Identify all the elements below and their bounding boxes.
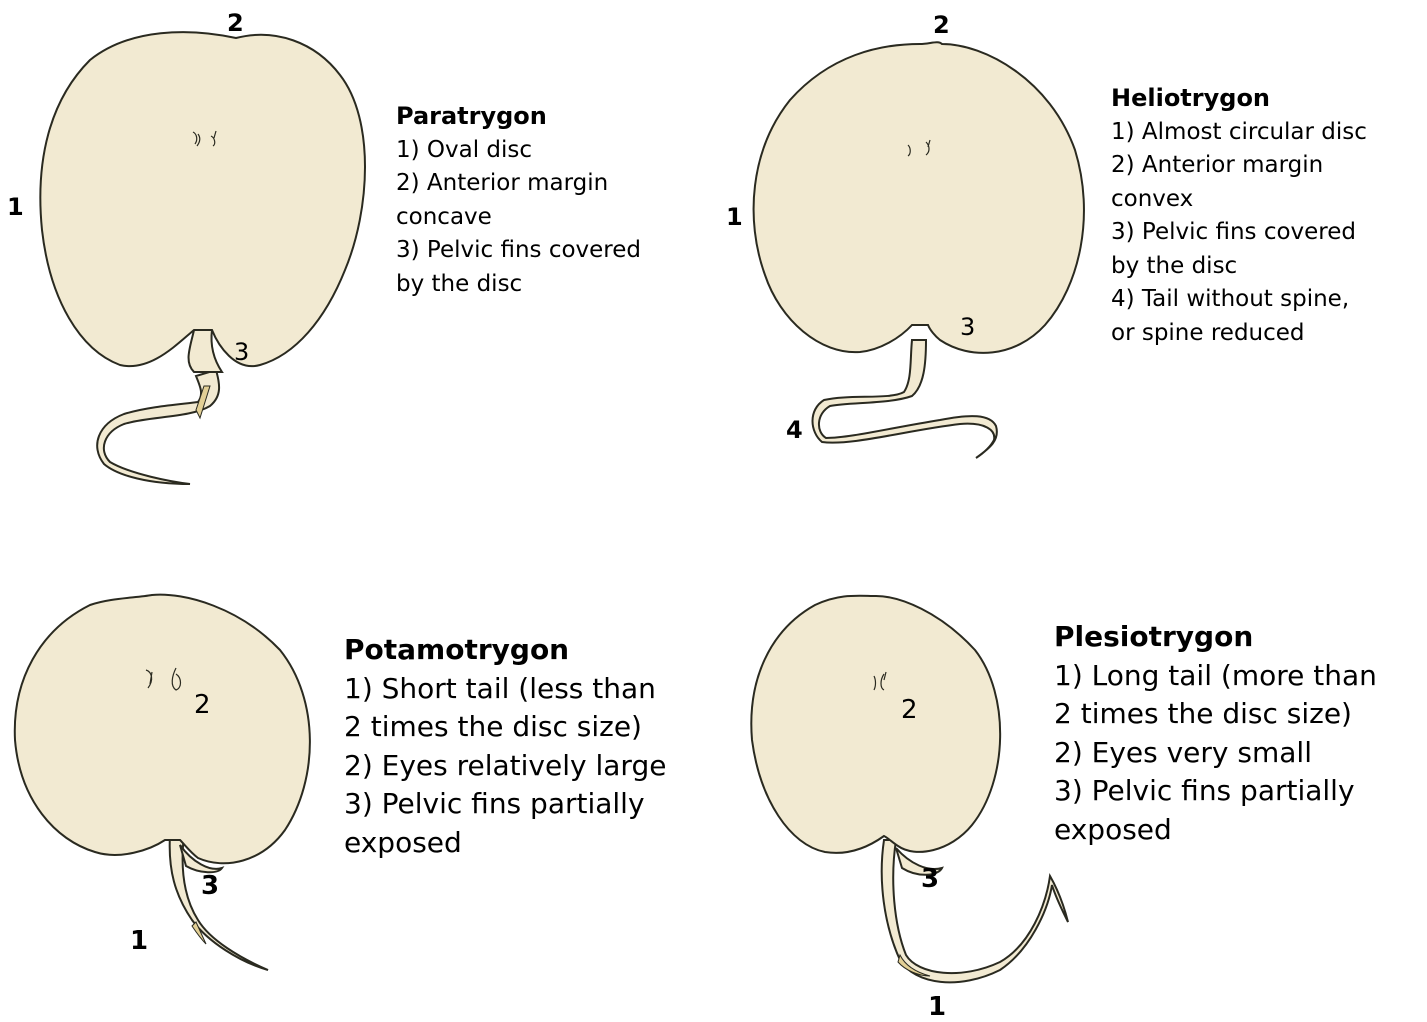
- heliotrygon-illustration: [754, 42, 1084, 458]
- heliotrygon-description: Heliotrygon 1) Almost circular disc 2) A…: [1111, 82, 1367, 350]
- heliotrygon-tail: [813, 340, 997, 458]
- potamotrygon-line: 1) Short tail (less than: [344, 670, 666, 709]
- plesiotrygon-label-1: 1: [928, 994, 946, 1020]
- potamotrygon-description: Potamotrygon 1) Short tail (less than 2 …: [344, 631, 666, 862]
- paratrygon-line: 3) Pelvic fins covered: [396, 234, 641, 268]
- heliotrygon-title: Heliotrygon: [1111, 82, 1367, 116]
- potamotrygon-label-1: 1: [130, 928, 148, 954]
- plesiotrygon-illustration: [751, 596, 1068, 983]
- heliotrygon-line: 4) Tail without spine,: [1111, 283, 1367, 317]
- paratrygon-line: 2) Anterior margin: [396, 167, 641, 201]
- plesiotrygon-disc: [751, 596, 1000, 853]
- heliotrygon-label-1: 1: [726, 205, 743, 229]
- heliotrygon-line: by the disc: [1111, 250, 1367, 284]
- heliotrygon-line: 3) Pelvic fins covered: [1111, 216, 1367, 250]
- plesiotrygon-line: 1) Long tail (more than: [1054, 657, 1377, 696]
- potamotrygon-disc: [15, 595, 310, 864]
- heliotrygon-line: or spine reduced: [1111, 317, 1367, 351]
- paratrygon-label-2: 2: [227, 11, 244, 35]
- potamotrygon-line: 3) Pelvic fins partially: [344, 785, 666, 824]
- potamotrygon-label-3: 3: [201, 873, 219, 899]
- plesiotrygon-label-2: 2: [901, 697, 918, 723]
- heliotrygon-label-4: 4: [786, 418, 803, 442]
- plesiotrygon-description: Plesiotrygon 1) Long tail (more than 2 t…: [1054, 618, 1377, 849]
- plesiotrygon-line: exposed: [1054, 811, 1377, 850]
- paratrygon-label-1: 1: [7, 195, 24, 219]
- paratrygon-illustration: [40, 32, 365, 484]
- paratrygon-title: Paratrygon: [396, 100, 641, 134]
- heliotrygon-line: 2) Anterior margin: [1111, 149, 1367, 183]
- potamotrygon-illustration: [15, 595, 310, 970]
- plesiotrygon-title: Plesiotrygon: [1054, 618, 1377, 657]
- paratrygon-description: Paratrygon 1) Oval disc 2) Anterior marg…: [396, 100, 641, 301]
- paratrygon-label-3: 3: [234, 340, 249, 364]
- potamotrygon-line: exposed: [344, 824, 666, 863]
- plesiotrygon-label-3: 3: [921, 866, 939, 892]
- paratrygon-tail: [97, 370, 219, 484]
- heliotrygon-line: convex: [1111, 183, 1367, 217]
- plesiotrygon-line: 3) Pelvic fins partially: [1054, 772, 1377, 811]
- potamotrygon-title: Potamotrygon: [344, 631, 666, 670]
- potamotrygon-label-2: 2: [194, 692, 211, 718]
- potamotrygon-line: 2 times the disc size): [344, 708, 666, 747]
- heliotrygon-label-3: 3: [960, 315, 975, 339]
- paratrygon-line: by the disc: [396, 268, 641, 302]
- plesiotrygon-line: 2) Eyes very small: [1054, 734, 1377, 773]
- heliotrygon-line: 1) Almost circular disc: [1111, 116, 1367, 150]
- paratrygon-line: 1) Oval disc: [396, 134, 641, 168]
- paratrygon-line: concave: [396, 201, 641, 235]
- paratrygon-disc: [40, 32, 365, 366]
- heliotrygon-disc: [754, 42, 1084, 353]
- plesiotrygon-line: 2 times the disc size): [1054, 695, 1377, 734]
- potamotrygon-line: 2) Eyes relatively large: [344, 747, 666, 786]
- heliotrygon-label-2: 2: [933, 13, 950, 37]
